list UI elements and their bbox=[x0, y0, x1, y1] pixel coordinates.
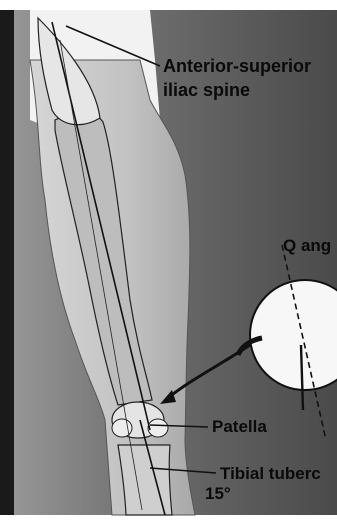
patella-label: Patella bbox=[212, 418, 267, 435]
condyle-right bbox=[148, 419, 168, 437]
angle-degree-label: 15° bbox=[205, 485, 231, 502]
tibial-tuberosity-label: Tibial tuberc bbox=[220, 465, 321, 482]
top-border bbox=[0, 0, 337, 10]
tibia bbox=[118, 445, 172, 515]
asis-label-line1: Anterior-superior bbox=[163, 57, 311, 75]
q-angle-label: Q ang bbox=[283, 237, 331, 254]
asis-label-line2: iliac spine bbox=[163, 81, 250, 99]
bottom-border bbox=[0, 515, 337, 524]
left-border bbox=[0, 0, 14, 524]
